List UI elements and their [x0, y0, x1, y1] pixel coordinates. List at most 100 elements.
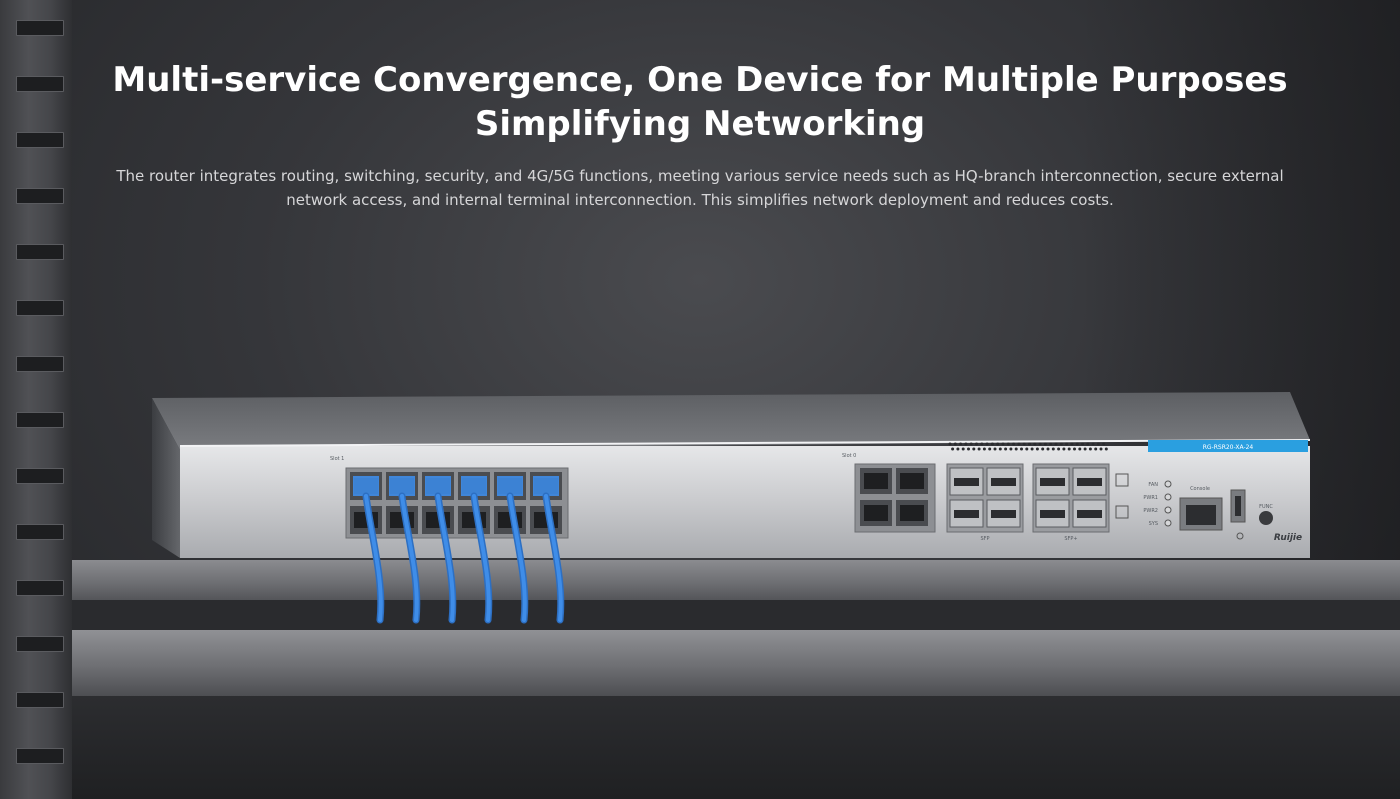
- vent-hole: [1065, 442, 1069, 446]
- sfp-opening: [1077, 478, 1102, 486]
- vent-hole: [1083, 447, 1087, 451]
- sfp-opening: [991, 478, 1016, 486]
- rack-hole: [16, 692, 64, 708]
- rack-hole: [16, 748, 64, 764]
- title-line-1: Multi-service Convergence, One Device fo…: [112, 60, 1288, 100]
- ethernet-cable-highlight: [400, 494, 419, 622]
- sfp-opening: [991, 510, 1016, 518]
- vent-hole: [1025, 447, 1029, 451]
- vent-hole: [975, 442, 978, 446]
- rack-hole: [16, 244, 64, 260]
- sfp-ports: [949, 467, 1021, 528]
- page-title: Multi-service Convergence, One Device fo…: [100, 58, 1300, 146]
- vent-hole: [1059, 442, 1063, 446]
- vent-hole: [1014, 447, 1018, 451]
- sfp-opening: [954, 478, 979, 486]
- vent-hole: [985, 442, 989, 446]
- vent-holes: [948, 442, 1108, 451]
- vent-hole: [1078, 447, 1082, 451]
- ethernet-cables: [362, 492, 565, 624]
- vent-hole: [967, 447, 970, 451]
- vent-hole: [1012, 442, 1016, 446]
- rj45-socket: [900, 505, 924, 521]
- rack-hole: [16, 76, 64, 92]
- rack-hole: [16, 132, 64, 148]
- vent-hole: [964, 442, 968, 446]
- rj45-socket: [864, 473, 888, 489]
- vent-hole: [1017, 442, 1021, 446]
- model-label-strip: [1148, 440, 1308, 452]
- rj45-socket: [900, 473, 924, 489]
- rj45-plug: [461, 476, 487, 496]
- vent-hole: [1075, 442, 1079, 446]
- console-label: Console: [1190, 486, 1210, 492]
- vent-hole: [1096, 442, 1100, 446]
- vent-hole: [959, 442, 963, 446]
- sfp-plus-ports: [1035, 467, 1107, 528]
- vent-hole: [977, 447, 981, 451]
- vent-hole: [1086, 442, 1090, 446]
- ethernet-cable-highlight: [544, 494, 563, 622]
- vent-hole: [956, 447, 960, 451]
- vent-hole: [1009, 447, 1013, 451]
- shelf-top: [72, 560, 1400, 600]
- icon-box-bottom: [1115, 505, 1129, 519]
- shelf-gap: [72, 600, 1400, 630]
- rj45-socket: [864, 505, 888, 521]
- slot1-label: Slot 1: [330, 456, 344, 462]
- vent-hole: [1006, 442, 1010, 446]
- vent-hole: [1033, 442, 1037, 446]
- vent-hole: [1038, 442, 1042, 446]
- led-label: PWR1: [1143, 495, 1158, 501]
- vent-hole: [1054, 442, 1058, 446]
- rack-hole: [16, 412, 64, 428]
- vent-hole: [1022, 442, 1026, 446]
- vent-hole: [1030, 447, 1034, 451]
- sfp-opening: [1040, 510, 1065, 518]
- ethernet-cable-highlight: [508, 494, 527, 622]
- rj45-plug: [497, 476, 523, 496]
- rack-hole: [16, 580, 64, 596]
- sfp-opening: [1040, 478, 1065, 486]
- vent-hole: [990, 442, 994, 446]
- rack-hole: [16, 468, 64, 484]
- vent-hole: [1073, 447, 1076, 451]
- led-indicator: [1164, 519, 1172, 527]
- sfp-opening: [954, 510, 979, 518]
- vent-hole: [993, 447, 997, 451]
- led-indicator: [1164, 506, 1172, 514]
- ethernet-cable-highlight: [472, 494, 491, 622]
- led-label: SYS: [1149, 521, 1158, 527]
- vent-hole: [1081, 442, 1084, 446]
- led-label: PWR2: [1143, 508, 1158, 514]
- vent-hole: [1041, 447, 1045, 451]
- vent-hole: [1099, 447, 1103, 451]
- sfp-label: SFP: [980, 536, 989, 542]
- vent-hole: [1067, 447, 1071, 451]
- title-line-2: Simplifying Networking: [474, 104, 926, 144]
- vent-hole: [996, 442, 1000, 446]
- brand-logo: Ruijie: [1274, 533, 1302, 543]
- vent-hole: [953, 442, 957, 446]
- icon-box-top: [1115, 473, 1129, 487]
- vent-hole: [951, 447, 955, 451]
- vent-hole: [1035, 447, 1039, 451]
- model-label: RG-RSR20-XA-24: [1203, 444, 1254, 451]
- rack-hole: [16, 300, 64, 316]
- led-label: FAN: [1148, 482, 1158, 488]
- rj45-plug: [353, 476, 379, 496]
- sfp-plus-label: SFP+: [1064, 536, 1077, 542]
- rack-hole: [16, 524, 64, 540]
- vent-hole: [948, 442, 952, 446]
- power-dot: [1236, 532, 1244, 540]
- vent-hole: [1088, 447, 1092, 451]
- vent-hole: [1028, 442, 1031, 446]
- vent-hole: [1051, 447, 1055, 451]
- vent-hole: [1070, 442, 1074, 446]
- slot0-ports: [860, 468, 928, 526]
- vent-hole: [972, 447, 976, 451]
- vent-hole: [1020, 447, 1023, 451]
- led-indicator: [1164, 493, 1172, 501]
